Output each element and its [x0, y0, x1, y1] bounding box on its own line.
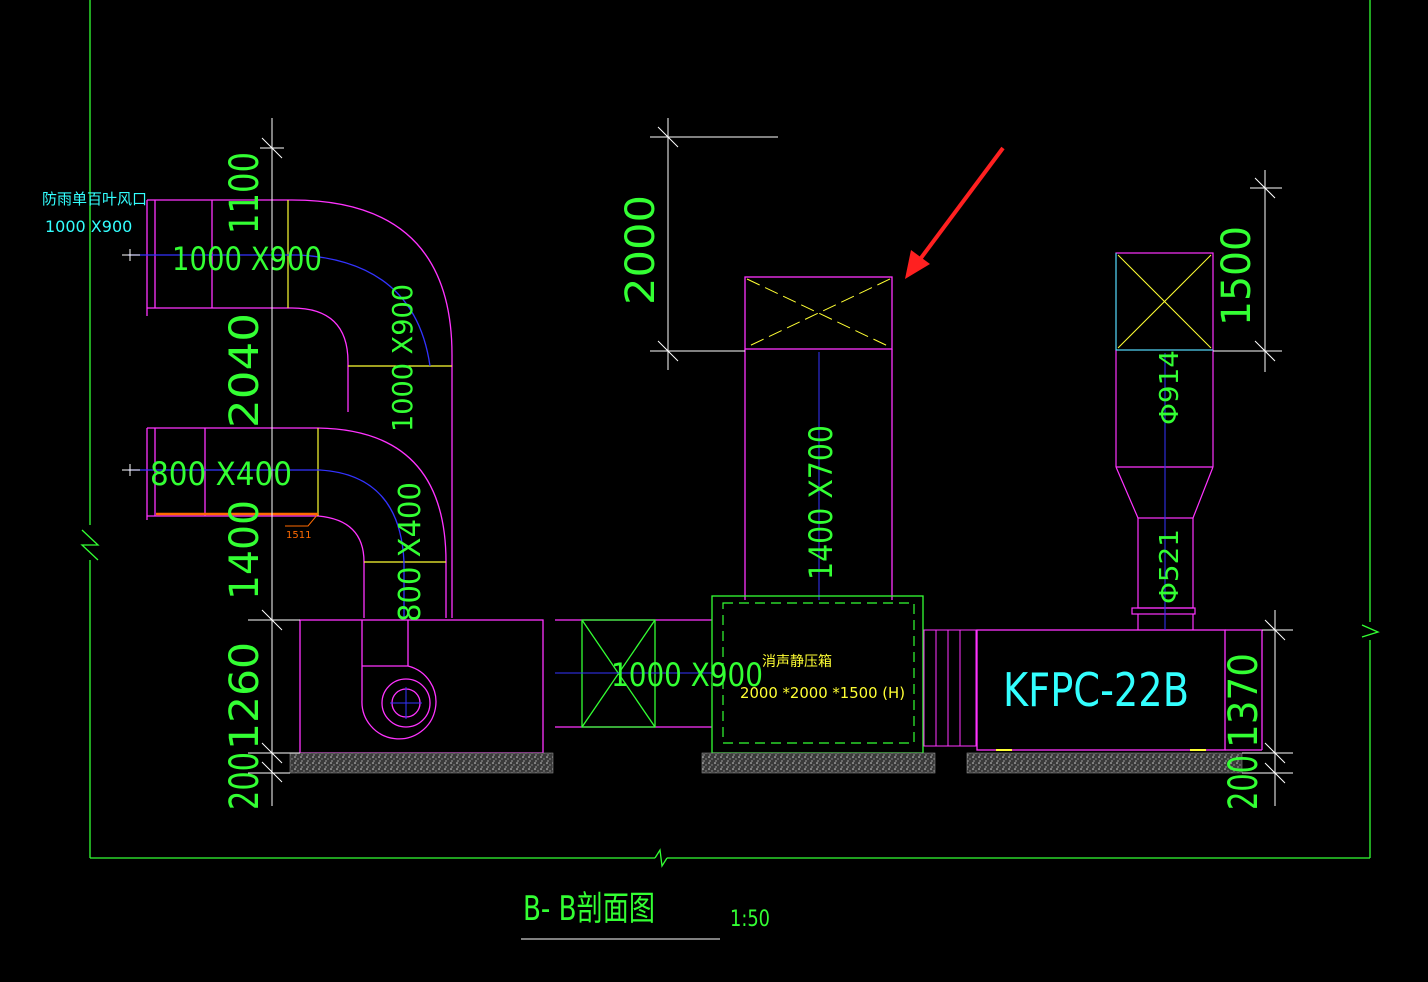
small-tag: 1511 [286, 530, 311, 541]
right-bottom-dimension-line [1242, 610, 1293, 806]
riser-duct [744, 276, 893, 600]
right-top-dimension-line [1213, 170, 1282, 372]
dim-left-1400: 1400 [222, 500, 268, 600]
duct-lower-size: 800 X400 [150, 455, 292, 493]
louver-name-label: 防雨单百叶风口 [42, 190, 147, 208]
lower-louver-marker [122, 464, 140, 476]
dim-left-1100: 1100 [222, 152, 268, 234]
upper-duct-1000x900 [146, 199, 453, 618]
stack-cap-x [1117, 254, 1212, 349]
dim-left-1260: 1260 [222, 642, 268, 750]
red-arrow-marker [905, 146, 1005, 279]
box-size-label: 2000 *2000 *1500 (H) [740, 684, 905, 702]
drawing-title: B- B剖面图 [523, 889, 655, 929]
tag-leader [285, 513, 319, 527]
duct-upper-vertical-size: 1000 X900 [386, 284, 419, 432]
fan-unit [299, 619, 544, 754]
duct-connect-size: 1000 X900 [611, 656, 763, 694]
louver-size-label: 1000 X900 [45, 217, 132, 236]
diameter-upper: Φ914 [1155, 350, 1185, 425]
diameter-lower: Φ521 [1155, 529, 1185, 604]
dim-top-2000: 2000 [618, 195, 664, 305]
fan-base [289, 752, 554, 774]
dim-right-200: 200 [1221, 755, 1267, 810]
box-name-label: 消声静压箱 [762, 654, 832, 670]
lower-duct-800x400 [146, 427, 447, 618]
drawing-scale: 1:50 [730, 907, 770, 932]
duct-upper-size: 1000 X900 [172, 240, 322, 278]
left-dimension-line [248, 118, 300, 806]
box-base [701, 752, 936, 774]
ahu-unit [976, 629, 1263, 751]
riser-cap-x [746, 278, 891, 348]
lower-centerline [128, 469, 405, 618]
dim-right-1370: 1370 [1221, 653, 1267, 748]
dim-left-200: 200 [222, 752, 268, 810]
stack-outline-cyan [1115, 253, 1213, 351]
flex-connector [923, 629, 977, 747]
fan-center-mark [390, 687, 422, 719]
upper-centerline [128, 254, 431, 367]
drawing-frame [80, 0, 1380, 868]
duct-riser-size: 1400 X700 [802, 425, 840, 580]
duct-lower-vertical-size: 800 X400 [393, 482, 428, 622]
ahu-base [966, 752, 1243, 774]
unit-model-label: KFPC-22B [1003, 663, 1189, 717]
top-dimension-line [650, 118, 778, 370]
dim-right-1500: 1500 [1214, 226, 1260, 326]
dim-left-2040: 2040 [222, 313, 268, 428]
upper-louver-marker [122, 249, 140, 261]
